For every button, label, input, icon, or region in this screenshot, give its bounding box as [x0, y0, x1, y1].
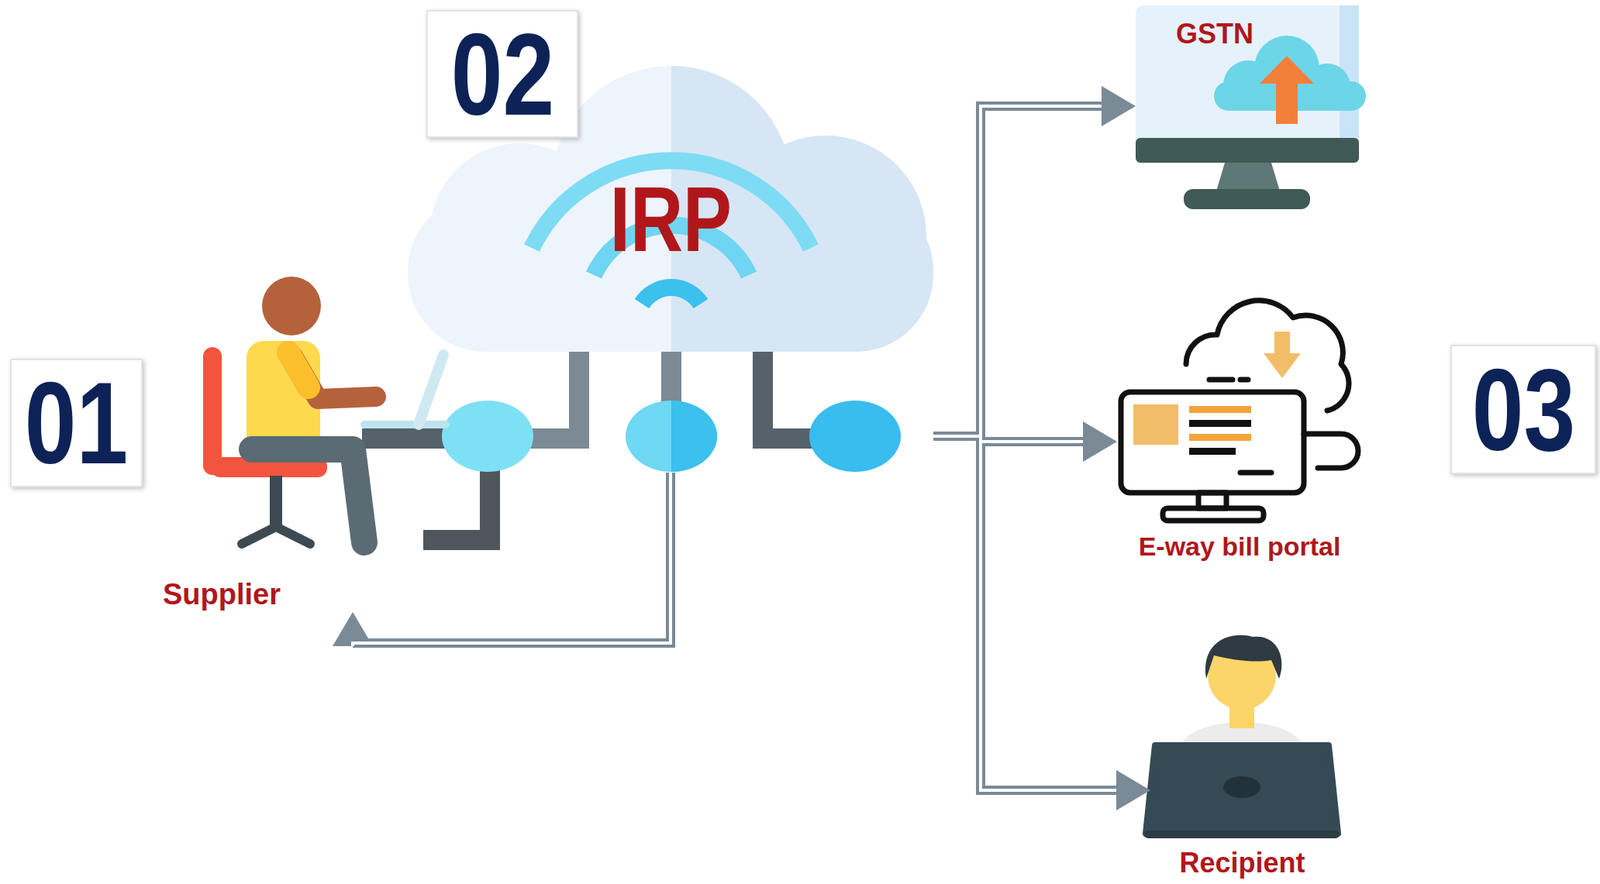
callout-box: 03 — [1450, 344, 1597, 475]
supplier-figure — [203, 276, 446, 545]
node-label: GSTN — [1175, 17, 1254, 50]
eway-portal-fill — [1133, 331, 1301, 456]
callout-number: 03 — [1471, 351, 1575, 469]
wifi-arcs — [531, 160, 811, 304]
gstn-monitor-icon — [1135, 5, 1366, 210]
callout-number: 02 — [450, 16, 554, 133]
node-label: E-way bill portal — [1138, 531, 1342, 562]
double-line-connector — [933, 421, 1118, 463]
eway-portal-icon — [1120, 300, 1359, 521]
connector-inner-line — [933, 436, 1117, 791]
double-line-connector — [332, 472, 671, 647]
callout-number: 01 — [24, 365, 128, 482]
recipient-figure — [1144, 635, 1340, 839]
cloud-shade — [671, 65, 934, 352]
connector-inner-line — [352, 472, 671, 647]
node-label: IRP — [609, 173, 732, 266]
callout-box: 01 — [10, 358, 143, 488]
double-line-connector — [933, 86, 1136, 437]
callout-box: 02 — [426, 10, 579, 138]
supplier-node: Supplier — [155, 275, 388, 613]
eway-portal-node: E-way bill portal — [1117, 306, 1363, 563]
node-label: Recipient — [1179, 847, 1305, 880]
node-label: Supplier — [162, 578, 281, 611]
network-nodes — [441, 400, 901, 473]
gstn-node: GSTN — [1135, 5, 1359, 210]
double-line-connector — [933, 436, 1151, 811]
network-pipes — [362, 351, 838, 541]
recipient-node: Recipient — [1150, 629, 1335, 880]
connector-inner-line — [933, 106, 1102, 437]
